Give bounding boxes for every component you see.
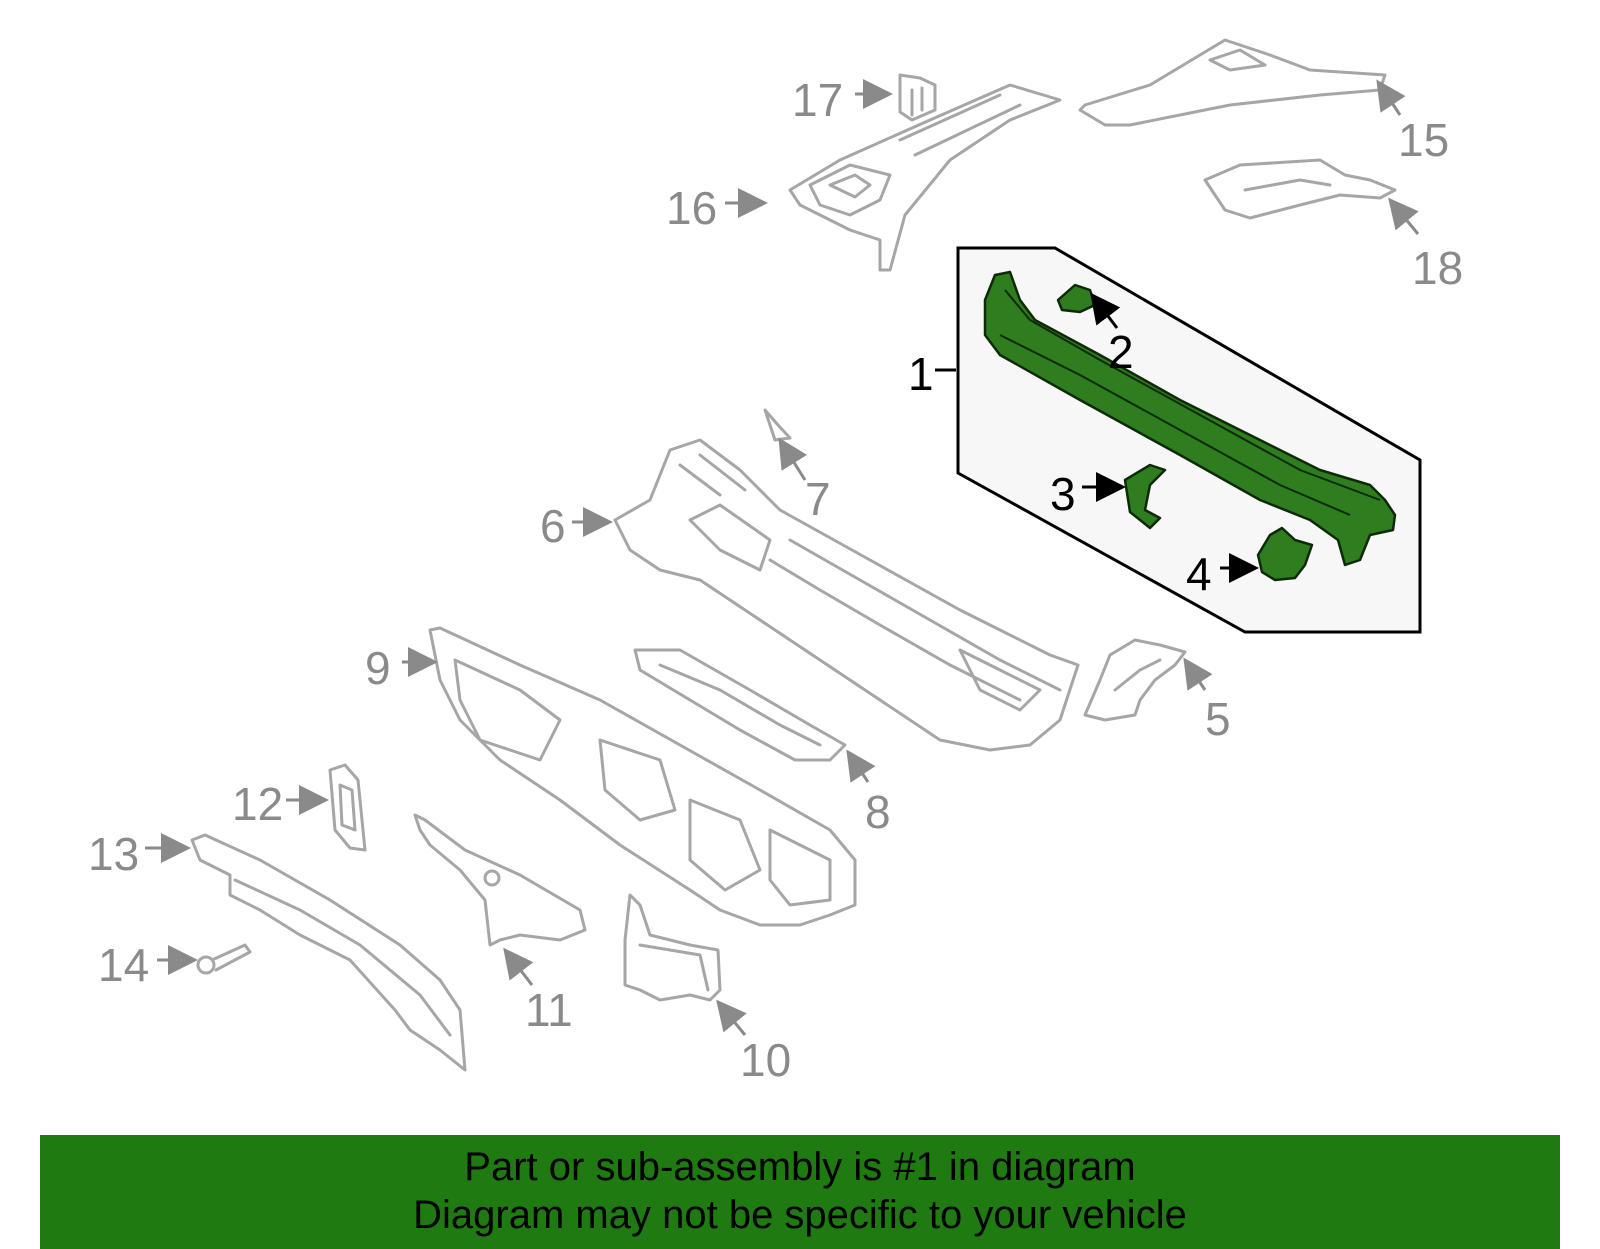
callout-arrows xyxy=(145,79,1420,1036)
callout-18: 18 xyxy=(1412,242,1463,294)
callout-5: 5 xyxy=(1205,693,1231,745)
part-10-panel xyxy=(623,893,722,1002)
part-5-bracket xyxy=(1083,638,1187,722)
part-18-reinforcement xyxy=(1203,158,1397,220)
part-16-cowl-side-panel-left xyxy=(788,83,1062,272)
callout-7: 7 xyxy=(805,473,831,525)
info-banner: Part or sub-assembly is #1 in diagram Di… xyxy=(40,1135,1560,1249)
part-6-upper-dash-panel xyxy=(613,438,1080,752)
callout-12: 12 xyxy=(232,778,283,830)
banner-line-1: Part or sub-assembly is #1 in diagram xyxy=(464,1145,1136,1189)
part-13-lower-cross-member xyxy=(190,833,467,1072)
part-14-bolt xyxy=(196,943,252,975)
callout-11: 11 xyxy=(525,984,573,1036)
callout-14: 14 xyxy=(98,939,149,991)
callout-1: 1 xyxy=(908,348,934,400)
part-12-reinforcement xyxy=(328,763,367,852)
callout-3: 3 xyxy=(1050,468,1076,520)
part-11-bracket xyxy=(413,813,587,947)
callout-2: 2 xyxy=(1108,326,1134,378)
part-9-dash-panel xyxy=(428,626,857,927)
part-1-cowl-panel xyxy=(983,270,1397,567)
part-4-bracket xyxy=(1256,526,1314,582)
callout-17: 17 xyxy=(792,74,843,126)
callout-15: 15 xyxy=(1398,114,1449,166)
part-8-cross-member xyxy=(633,648,847,762)
callout-16: 16 xyxy=(666,182,717,234)
part-15-cowl-side-panel-right xyxy=(1078,38,1387,127)
part-3-bracket xyxy=(1123,463,1167,530)
banner-line-2: Diagram may not be specific to your vehi… xyxy=(413,1193,1187,1237)
callout-13: 13 xyxy=(88,828,139,880)
part-7-plug xyxy=(763,408,792,442)
callout-9: 9 xyxy=(365,642,391,694)
callout-10: 10 xyxy=(740,1034,791,1086)
part-17-bracket xyxy=(898,73,937,122)
callout-6: 6 xyxy=(540,500,566,552)
callout-8: 8 xyxy=(865,786,891,838)
parts-diagram: 1 2 3 4 5 6 7 8 9 10 11 12 13 14 15 16 1… xyxy=(88,38,1463,1086)
callout-4: 4 xyxy=(1186,548,1212,600)
